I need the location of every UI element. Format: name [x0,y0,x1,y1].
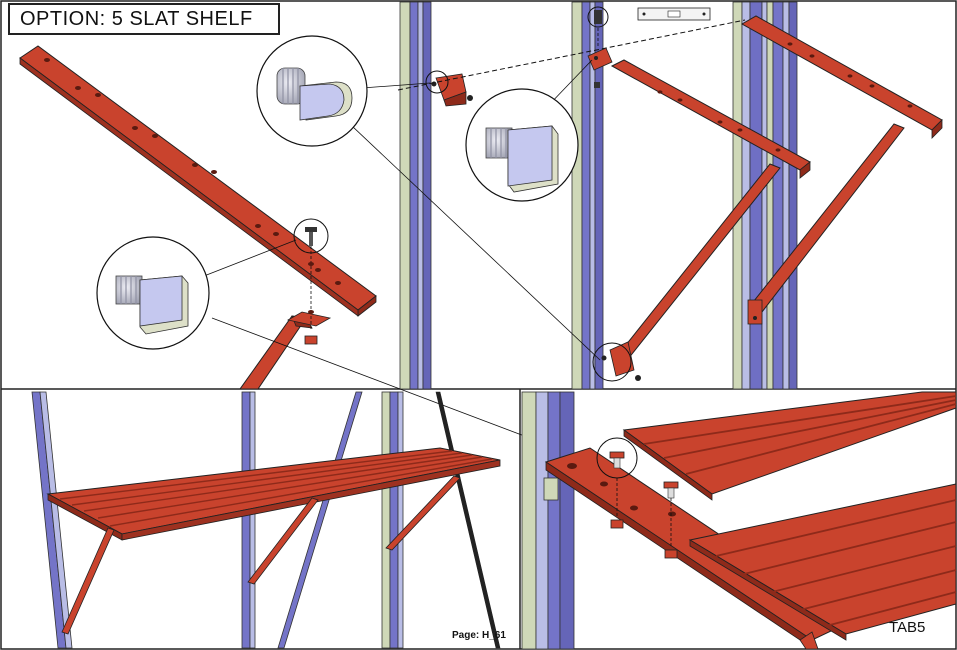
page-number: Page: H_61 [452,630,506,641]
center-post-fixing [587,6,613,88]
frame-post-bottom-right [521,391,575,650]
frame-post-left [399,1,432,390]
level-guide-line [397,19,746,91]
square-bolt-icon-2 [485,125,559,193]
frame-posts-bottom-left [31,391,501,649]
support-strut-right-back [747,123,905,325]
page-title: OPTION: 5 SLAT SHELF [8,3,280,35]
round-bolt-icon [276,67,353,121]
frame-post-right [732,1,798,390]
shelf-arm-back [740,15,943,139]
frame-post-center [571,1,604,390]
lower-bracket-center [592,341,641,382]
wall-bracket-left-post [425,70,473,107]
detail-circle-square-bolt-1 [96,236,589,461]
detail-circle-square-bolt-2 [465,59,593,202]
closeup-bolts [596,437,679,559]
slat-upper-group [622,391,957,501]
square-bolt-icon-1 [115,275,189,335]
slat-lower-group [688,483,957,650]
bolt-assembly-left [286,218,332,345]
long-slat-bracket [19,45,377,317]
detail-circle-round-bolt [256,35,601,361]
spirit-level-icon [637,7,711,21]
installed-slat-shelf [46,447,501,541]
shelf-arm-front [610,59,811,179]
support-strut-left [239,315,313,390]
installed-struts [61,475,461,635]
tab-label: TAB5 [889,619,926,636]
